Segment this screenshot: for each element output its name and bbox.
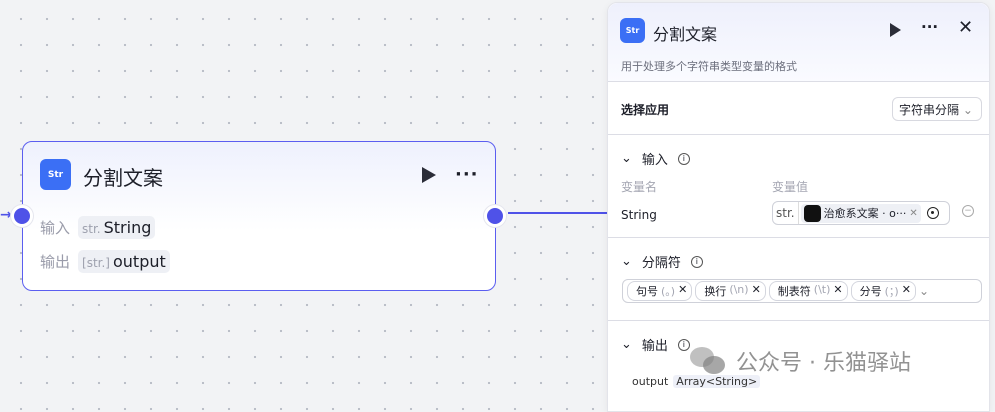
input-section: ⌄ 输入 i 变量名 变量值 String str. 治愈系文案 · o···✕ −: [608, 135, 989, 238]
remove-tag-icon[interactable]: ✕: [901, 283, 911, 296]
column-header-name: 变量名: [621, 180, 658, 194]
incoming-edge-arrow-icon: →: [0, 207, 12, 223]
type-prefix: str.: [82, 222, 101, 236]
output-section: ⌄ 输出 i output Array<String>: [608, 321, 989, 411]
more-icon[interactable]: ···: [921, 18, 939, 36]
variable-name: String: [103, 218, 152, 237]
section-title: 输入: [641, 153, 668, 168]
info-icon[interactable]: i: [690, 255, 703, 268]
string-plugin-icon: Str: [40, 159, 71, 190]
input-variable-tag: str.String: [78, 216, 156, 239]
tag-symbol: (\n): [729, 283, 749, 296]
select-app-dropdown[interactable]: 字符串分隔 ⌄: [892, 97, 982, 121]
more-icon[interactable]: ···: [455, 164, 479, 185]
node-output-row: 输出 [str.]output: [40, 250, 170, 273]
select-app-value: 字符串分隔: [899, 103, 960, 117]
chevron-down-icon: ⌄: [621, 151, 632, 166]
split-text-node[interactable]: Str 分割文案 ··· 输入 str.String 输出 [str.]outp…: [11, 141, 506, 291]
remove-variable-icon[interactable]: −: [962, 205, 974, 217]
input-port[interactable]: [11, 205, 33, 227]
chevron-down-icon: ⌄: [962, 103, 973, 117]
chevron-down-icon[interactable]: ⌄: [918, 284, 929, 298]
output-variable-tag: [str.]output: [78, 250, 170, 273]
chevron-down-icon: ⌄: [621, 337, 632, 352]
column-header-value: 变量值: [772, 180, 809, 194]
close-icon[interactable]: ✕: [958, 17, 974, 38]
panel-title[interactable]: 分割文案: [653, 25, 718, 44]
select-app-section: 选择应用 字符串分隔 ⌄: [608, 82, 989, 135]
tag-symbol: (。): [661, 285, 676, 298]
tag-label: 制表符: [777, 285, 811, 298]
clear-icon[interactable]: ✕: [909, 207, 918, 219]
run-icon[interactable]: [422, 167, 436, 183]
node-avatar-icon: [803, 204, 821, 222]
tag-label: 分号: [859, 285, 882, 298]
panel-description[interactable]: 用于处理多个字符串类型变量的格式: [621, 60, 797, 73]
outgoing-edge: [508, 212, 608, 214]
separator-tag[interactable]: 句号(。)✕: [627, 281, 693, 301]
separator-multiselect[interactable]: 句号(。)✕ 换行(\n)✕ 制表符(\t)✕ 分号(；)✕ ⌄: [622, 279, 982, 303]
separator-tag[interactable]: 制表符(\t)✕: [768, 281, 848, 301]
tag-symbol: (\t): [813, 283, 831, 296]
separator-tag[interactable]: 分号(；)✕: [850, 281, 916, 301]
reference-label: 治愈系文案 · o···: [823, 207, 907, 220]
output-port[interactable]: [484, 205, 506, 227]
info-icon[interactable]: i: [677, 338, 690, 351]
input-section-header[interactable]: ⌄ 输入 i: [621, 149, 690, 168]
watermark-text: 公众号 · 乐猫驿站: [736, 351, 911, 376]
tag-label: 换行: [704, 285, 727, 298]
run-icon[interactable]: [890, 23, 901, 37]
watermark: 公众号 · 乐猫驿站: [690, 345, 911, 377]
node-input-row: 输入 str.String: [40, 216, 156, 239]
wechat-icon: [690, 347, 726, 375]
output-type: Array<String>: [673, 375, 761, 388]
tag-label: 句号: [636, 285, 658, 298]
section-title: 分隔符: [641, 256, 681, 271]
section-title: 输出: [641, 339, 668, 354]
info-icon[interactable]: i: [677, 152, 690, 165]
remove-tag-icon[interactable]: ✕: [833, 283, 843, 296]
separator-section-header[interactable]: ⌄ 分隔符 i: [621, 252, 703, 271]
variable-reference-chip[interactable]: 治愈系文案 · o···✕: [800, 203, 921, 223]
type-prefix: str.: [773, 202, 799, 224]
output-name: output: [632, 375, 669, 388]
separator-tag[interactable]: 换行(\n)✕: [695, 281, 766, 301]
variable-name-field[interactable]: String: [621, 208, 657, 222]
remove-tag-icon[interactable]: ✕: [678, 283, 688, 296]
output-variable: output Array<String>: [632, 375, 761, 388]
variable-name: output: [112, 252, 166, 271]
target-icon[interactable]: [926, 207, 939, 219]
output-section-header[interactable]: ⌄ 输出 i: [621, 335, 690, 354]
variable-value-field[interactable]: str. 治愈系文案 · o···✕: [772, 201, 950, 225]
select-app-label: 选择应用: [621, 103, 670, 117]
node-title: 分割文案: [83, 166, 163, 190]
tag-symbol: (；): [884, 285, 899, 298]
node-settings-panel: Str 分割文案 ··· ✕ 用于处理多个字符串类型变量的格式 选择应用 字符串…: [607, 2, 990, 412]
remove-tag-icon[interactable]: ✕: [751, 283, 761, 296]
type-prefix: [str.]: [82, 256, 110, 270]
chevron-down-icon: ⌄: [621, 254, 632, 269]
panel-header: Str 分割文案 ··· ✕ 用于处理多个字符串类型变量的格式: [608, 3, 989, 82]
input-label: 输入: [40, 219, 71, 237]
output-label: 输出: [40, 253, 71, 271]
string-plugin-icon: Str: [620, 18, 645, 43]
